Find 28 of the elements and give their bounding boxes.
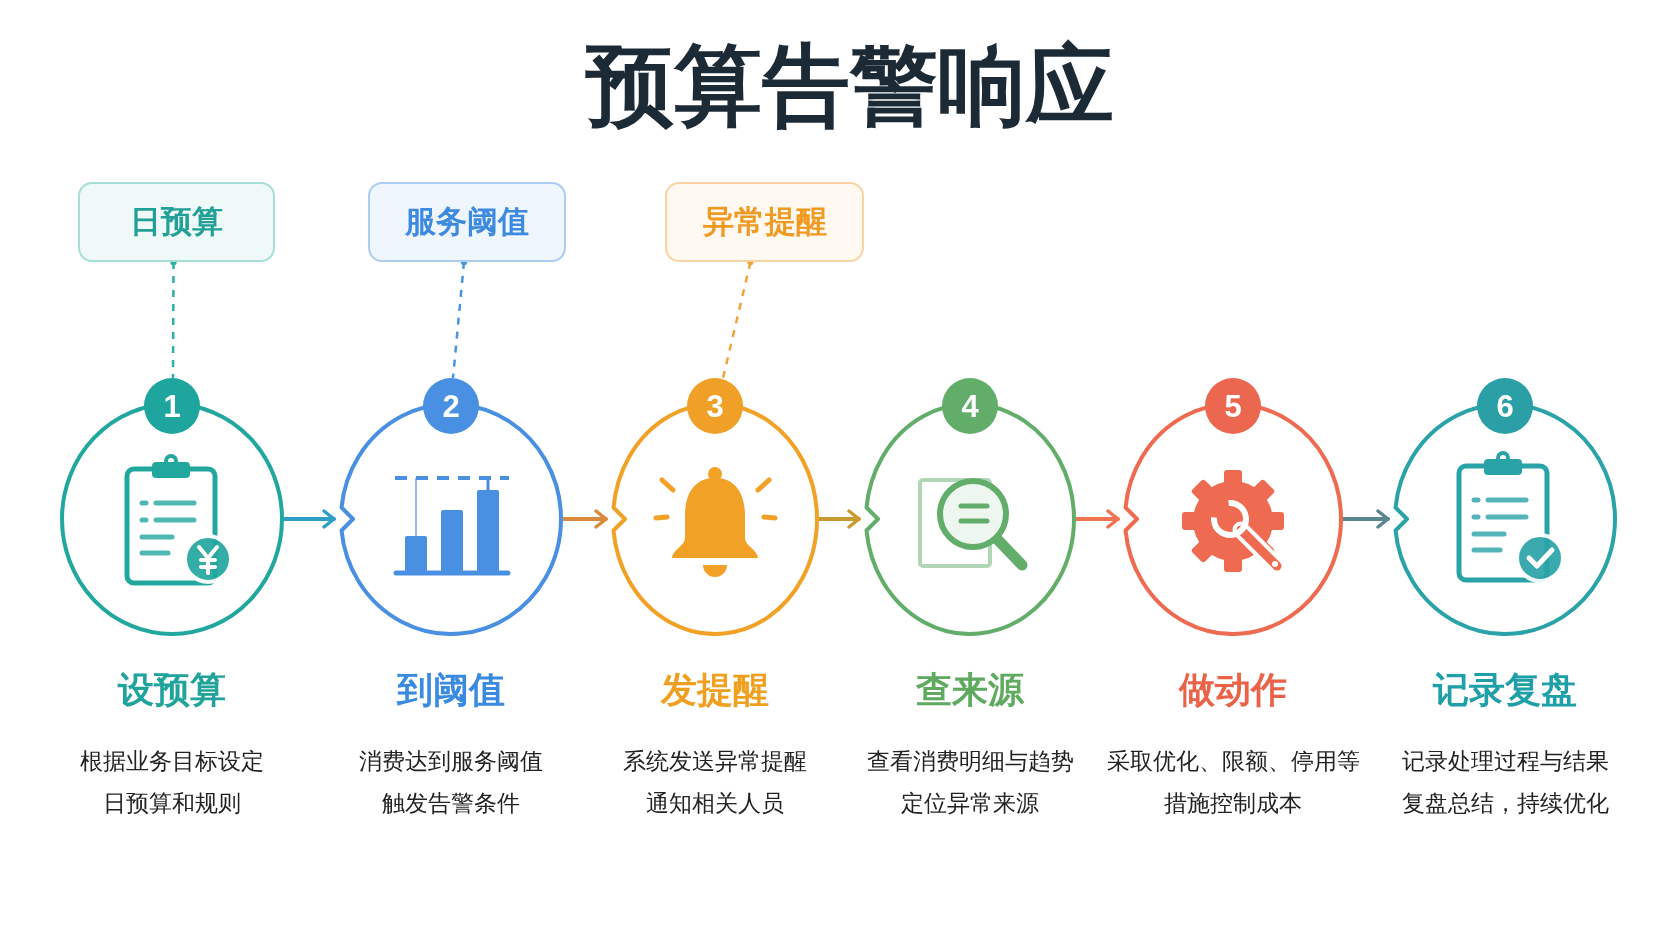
step-circle: [1123, 378, 1343, 636]
step-description: 记录处理过程与结果复盘总结，持续优化: [1400, 747, 1610, 818]
diagram-title: 预算告警响应: [586, 38, 1114, 134]
step-circle: [1393, 378, 1617, 636]
step-description: 消费达到服务阈值触发告警条件: [358, 747, 544, 818]
number-badge: 5: [1205, 378, 1261, 434]
step-title: 到阈值: [397, 668, 505, 712]
step-title: 设预算: [118, 668, 226, 712]
step-circle: [60, 378, 284, 636]
step-title: 发提醒: [661, 668, 769, 712]
number-badge: 6: [1477, 378, 1533, 434]
callout-tag: 日预算: [78, 182, 275, 262]
step-description: 查看消费明细与趋势定位异常来源: [865, 747, 1075, 818]
step-title: 查来源: [916, 668, 1024, 712]
callout-tag: 服务阈值: [368, 182, 566, 262]
step-description: 采取优化、限额、停用等措施控制成本: [1105, 747, 1361, 818]
callout-tag: 异常提醒: [665, 182, 864, 262]
number-badge: 4: [942, 378, 998, 434]
step-circle: [339, 378, 563, 636]
step-title: 记录复盘: [1433, 668, 1577, 712]
number-badge: 3: [687, 378, 743, 434]
step-circle: [864, 378, 1076, 636]
step-description: 系统发送异常提醒通知相关人员: [622, 747, 808, 818]
step-description: 根据业务目标设定日预算和规则: [79, 747, 265, 818]
number-badge: 1: [144, 378, 200, 434]
step-circle: [611, 378, 819, 636]
number-badge: 2: [423, 378, 479, 434]
step-title: 做动作: [1179, 668, 1287, 712]
